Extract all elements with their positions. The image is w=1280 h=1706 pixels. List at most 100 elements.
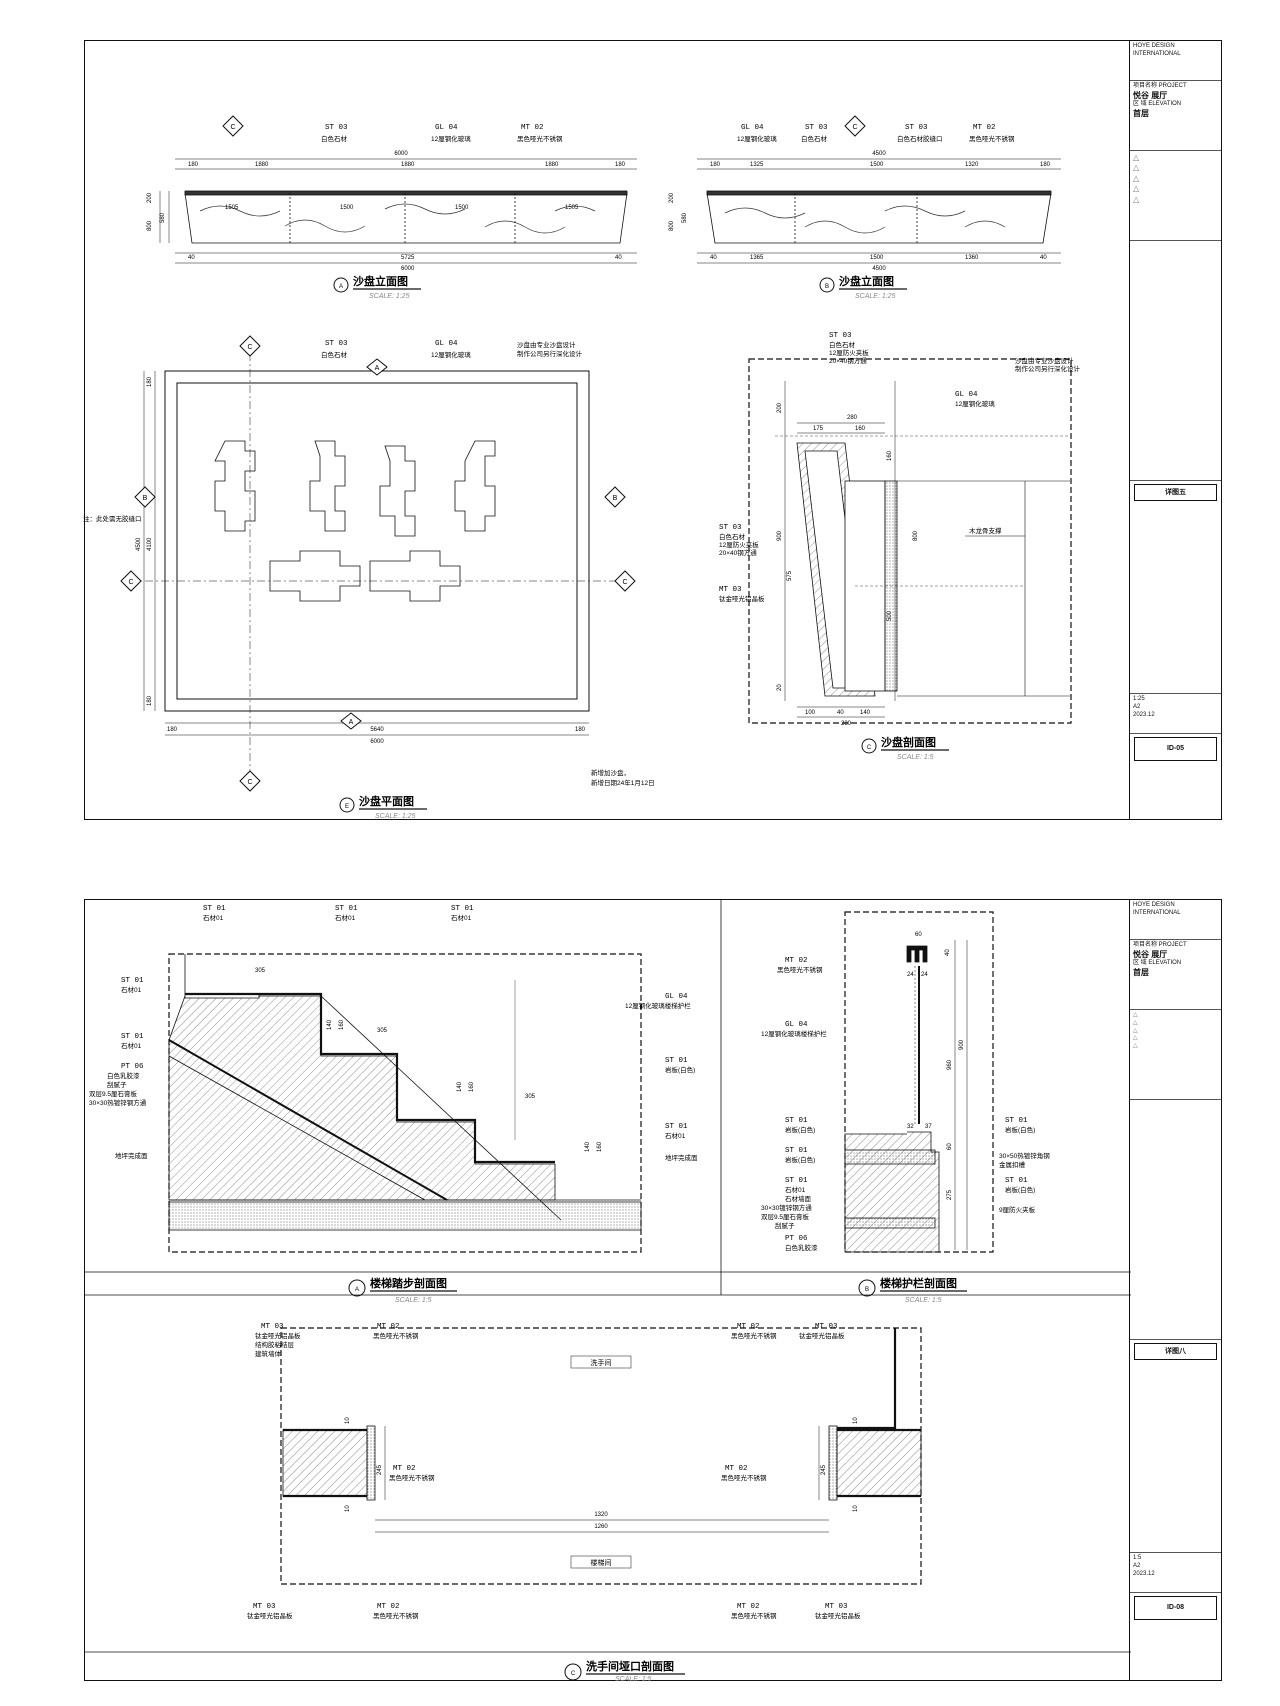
plan-title: 沙盘平面图: [359, 794, 414, 808]
elevation-b-section-mark: C: [844, 115, 866, 137]
tb1-area-label: 区 域 ELEVATION: [1133, 101, 1182, 108]
tb1-revisions: △△△△△: [1130, 151, 1221, 241]
plan-h-2: 5640: [370, 727, 384, 733]
railing-tag-5: ST 01: [785, 1177, 808, 1185]
railing-note-1: 黑色哑光不锈钢: [777, 965, 823, 974]
stair-note-4: 石材01: [121, 985, 142, 994]
stair-dim-3: 305: [525, 1094, 536, 1100]
washroom-room-bottom: 楼梯间: [591, 1558, 612, 1567]
elevation-a-section-mark: C: [222, 115, 244, 137]
elevation-a-bot-2: 5725: [401, 255, 415, 261]
railing-mark: B: [865, 1287, 869, 1293]
washroom-title-group: C 洗手间垭口剖面图 SCALE: 1:5: [564, 1659, 685, 1683]
tb1-drawing-name: 详图五: [1134, 484, 1217, 502]
washroom-note-12: 钛金哑光铝晶板: [815, 1611, 861, 1620]
stair-title-group: A 楼梯踏步剖面图 SCALE: 1:5: [348, 1276, 457, 1304]
tb2-area-label: 区 域 ELEVATION: [1133, 960, 1182, 967]
railing-note-14: 岩板(白色): [1005, 1185, 1035, 1194]
elevation-a-dim-1: 180: [188, 162, 199, 168]
plan-marks: C C C C B B A A: [120, 335, 636, 792]
plan-inner: [176, 382, 578, 700]
washroom-tag-5: MT 02: [737, 1323, 760, 1331]
stair-dim-9: 160: [597, 1141, 603, 1152]
washroom-tag-8: MT 02: [377, 1603, 400, 1611]
elevation-b-title: 沙盘立面图: [839, 274, 894, 288]
washroom-note-3: 建筑墙体: [255, 1349, 282, 1358]
tb1-scale: 1:25: [1133, 696, 1145, 703]
washroom-room-top: 洗手间: [591, 1358, 612, 1367]
washroom-scale: SCALE: 1:5: [615, 1676, 652, 1683]
stair-dim-1: 305: [255, 968, 266, 974]
elevation-a-dim-2: 1880: [255, 162, 269, 168]
elevation-a-dim-4: 1880: [545, 162, 559, 168]
elevation-b-mark: B: [825, 284, 829, 290]
railing-dim-2: 40: [945, 949, 951, 956]
stair-note-12: 岩板(白色): [665, 1065, 695, 1074]
railing-dim-6: 960: [947, 1059, 953, 1070]
washroom-tag-3: MT 02: [393, 1465, 416, 1473]
elevation-b-note-3: 白色石材胶缝口: [897, 134, 943, 143]
elevation-a-h-3: 800: [147, 220, 153, 231]
section-dim-13: 140: [860, 710, 871, 716]
stair-title: 楼梯踏步剖面图: [370, 1276, 447, 1290]
section-note-10: 钛金哑光铝晶板: [719, 594, 765, 603]
washroom-note-10: 黑色哑光不锈钢: [373, 1611, 419, 1620]
elevation-a-tag-1: ST 03: [325, 124, 348, 132]
tb1-date: 2023.12: [1133, 711, 1155, 718]
plan-note-2: 12厘钢化玻璃: [431, 350, 471, 359]
tb1-project-label: 项目名称 PROJECT: [1133, 83, 1187, 89]
stair-note-13: 石材01: [665, 1131, 686, 1140]
section-dim-2: 175: [813, 426, 824, 432]
washroom-note-7: 黑色哑光不锈钢: [731, 1331, 777, 1340]
plan-tag-1: ST 03: [325, 340, 348, 348]
tb1-firm: HOYE DESIGN INTERNATIONAL: [1130, 41, 1221, 81]
elevation-a-tag-2: GL 04: [435, 124, 458, 132]
elevation-b-tag-1: GL 04: [741, 124, 764, 132]
elevation-a-in-2: 1500: [340, 205, 354, 211]
washroom-tag-10: MT 03: [825, 1603, 848, 1611]
washroom-dim-4: 1320: [594, 1512, 608, 1518]
railing-note-6: 石材墙面: [785, 1194, 812, 1203]
elevation-a-scale: SCALE: 1:25: [369, 293, 410, 300]
section-note-2: 12厘防火夹板: [829, 348, 869, 357]
washroom-tag-2: MT 02: [377, 1323, 400, 1331]
tb2-size: A2: [1133, 1562, 1141, 1569]
plan-title-group: E 沙盘平面图 SCALE: 1:25: [339, 794, 427, 820]
washroom-dim-7: 10: [853, 1417, 859, 1424]
svg-text:C: C: [247, 779, 252, 786]
elevation-b-bot-5: 40: [1040, 255, 1047, 261]
stair-note-3: 石材01: [451, 913, 472, 922]
drawing-sheet-2: ST 01 ST 01 ST 01 ST 01 ST 01 PT 06 GL 0…: [84, 899, 1222, 1683]
section-tag-4: MT 03: [719, 586, 742, 594]
elevation-b-dim-1: 180: [710, 162, 721, 168]
svg-text:A: A: [375, 365, 380, 372]
plan-outer: [164, 370, 590, 712]
railing-tag-8: ST 01: [1005, 1177, 1028, 1185]
section-title: 沙盘剖面图: [881, 735, 936, 749]
railing-note-7: 30×30镀锌钢方通: [761, 1203, 812, 1212]
elevation-a-in-3: 1500: [455, 205, 469, 211]
railing-note-8: 双层9.5厘石膏板: [761, 1212, 810, 1221]
tb2-number: ID-08: [1134, 1596, 1217, 1621]
plan-side-note: 注：此处需无胶缝口: [83, 514, 142, 523]
stair-tag-6: PT 06: [121, 1063, 144, 1071]
elevation-b-body: [706, 192, 1052, 244]
svg-text:C: C: [247, 344, 252, 351]
stair-dim-2: 305: [377, 1028, 388, 1034]
tb2-revisions: △△△△△: [1130, 1010, 1221, 1100]
washroom-tag-9: MT 02: [737, 1603, 760, 1611]
railing-scale: SCALE: 1:5: [905, 1297, 942, 1304]
tb2-firm: HOYE DESIGN INTERNATIONAL: [1130, 900, 1221, 940]
elevation-a-tag-3: MT 02: [521, 124, 544, 132]
stair-dim-8: 140: [585, 1141, 591, 1152]
elevation-a-dim-5: 180: [615, 162, 626, 168]
stair-dim-6: 140: [457, 1081, 463, 1092]
elevation-a-note-3: 黑色哑光不锈钢: [517, 134, 563, 143]
stair-tag-2: ST 01: [335, 905, 358, 913]
railing-tag-2: GL 04: [785, 1021, 808, 1029]
section-note-1: 白色石材: [829, 340, 856, 349]
railing-note-3: 岩板(白色): [785, 1125, 815, 1134]
svg-text:C: C: [622, 579, 627, 586]
railing-title-group: B 楼梯护栏剖面图 SCALE: 1:5: [858, 1276, 967, 1304]
tb1-size: A2: [1133, 703, 1141, 710]
